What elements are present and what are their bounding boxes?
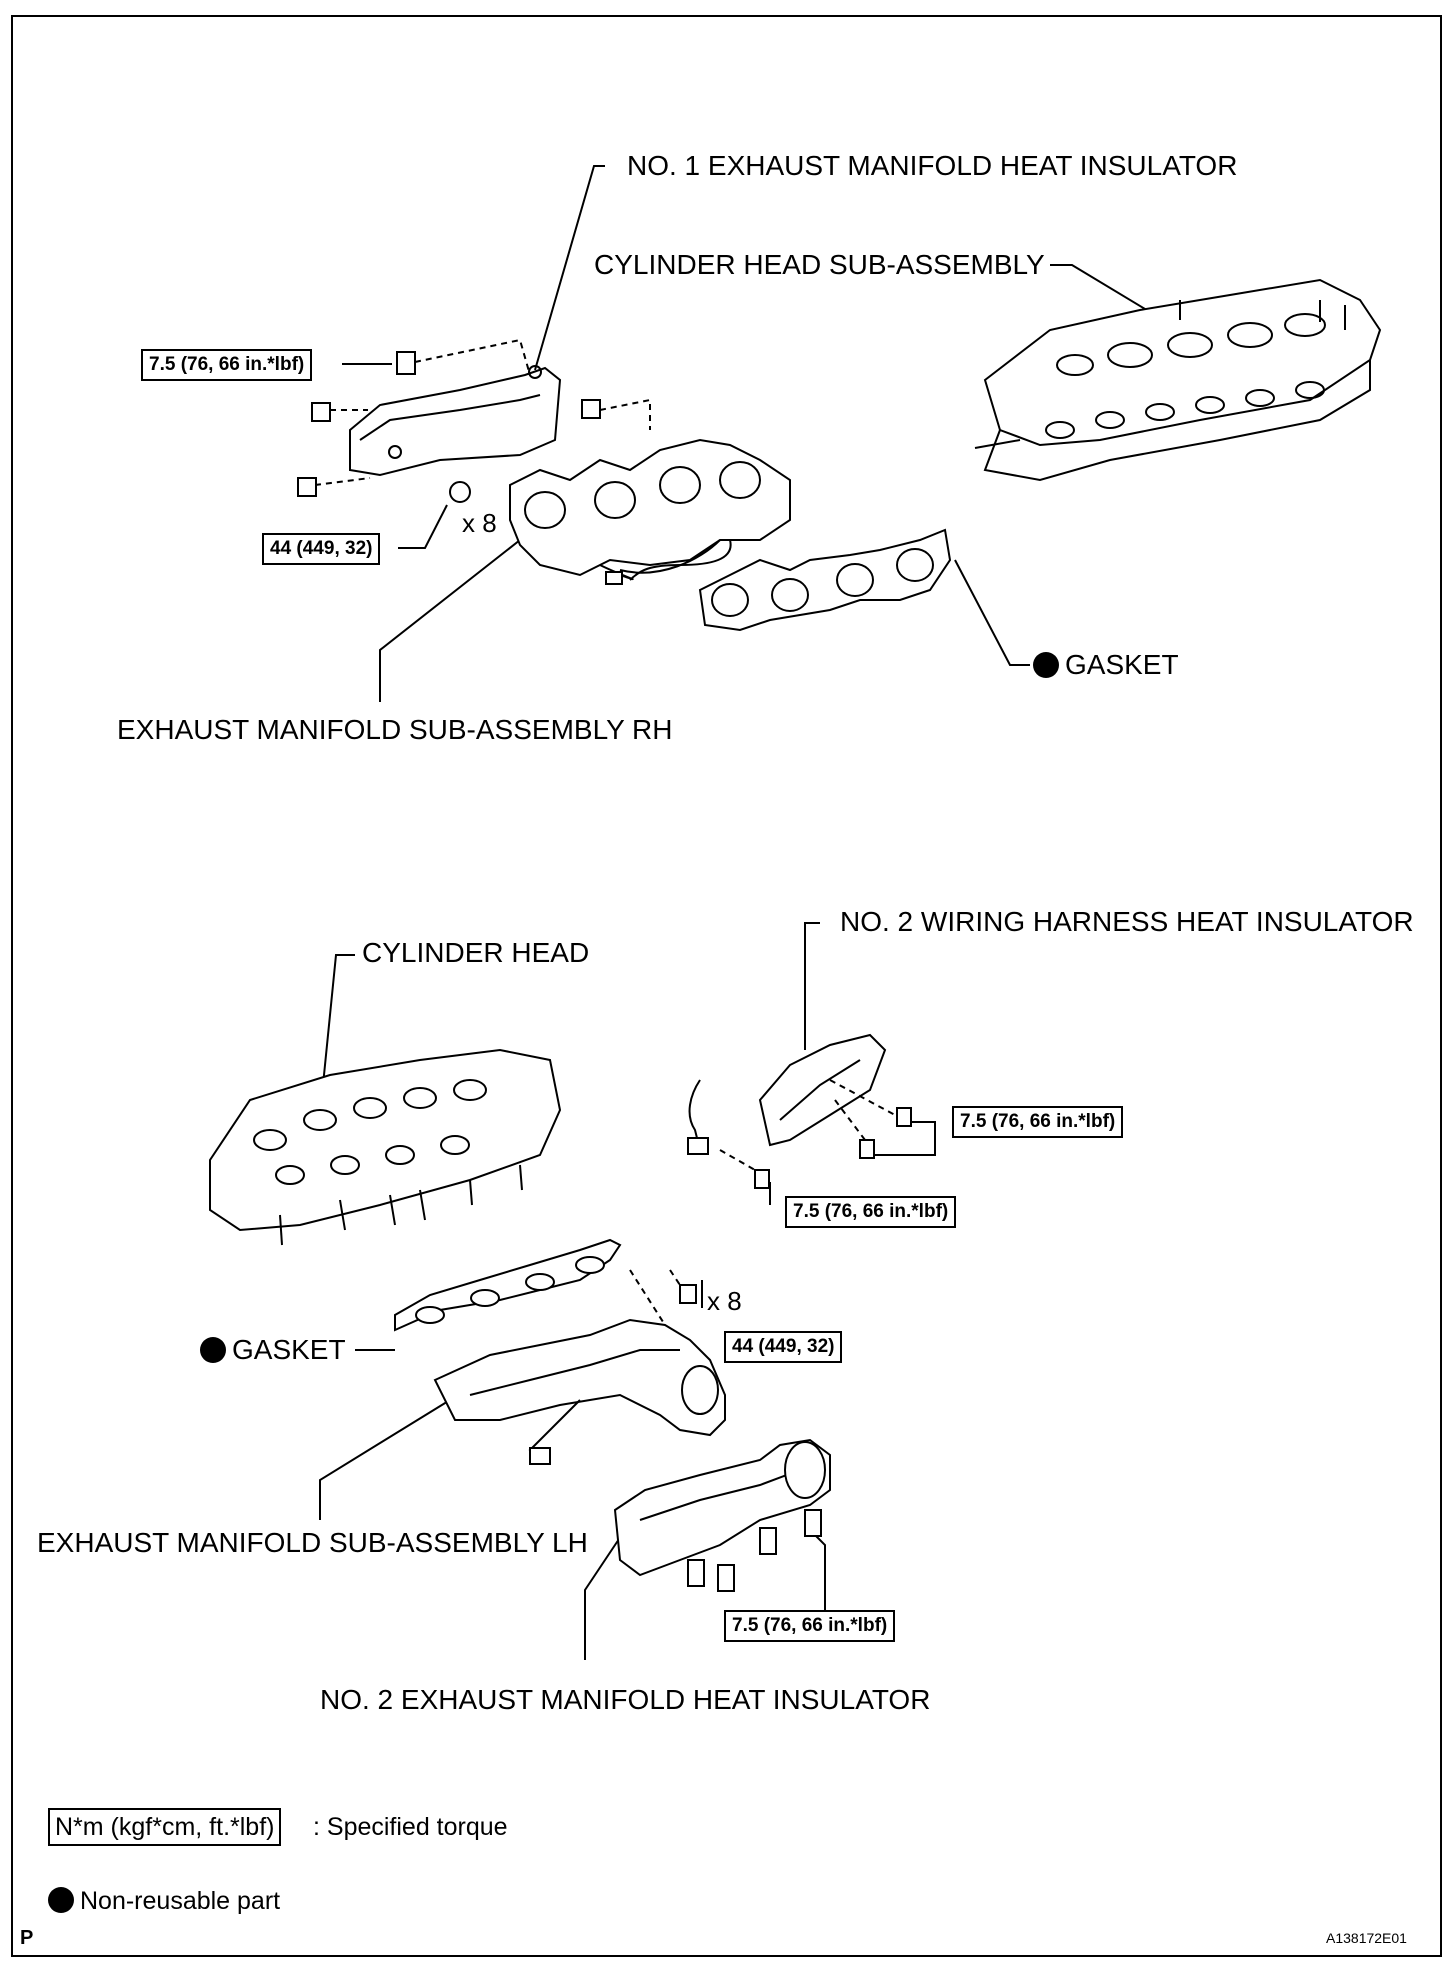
leader-manifold-lh bbox=[319, 1399, 451, 1520]
non-reusable-dot-icon bbox=[1033, 652, 1059, 678]
leader-no2-wiring bbox=[804, 922, 820, 1050]
label-exhaust-manifold-lh: EXHAUST MANIFOLD SUB-ASSEMBLY LH bbox=[37, 1527, 588, 1558]
torque-rh-nut: 44 (449, 32) bbox=[262, 533, 381, 565]
gasket-lh-text: GASKET bbox=[232, 1334, 346, 1365]
footer-left-mark: P bbox=[20, 1927, 34, 1949]
legend-torque-unit: N*m (kgf*cm, ft.*lbf) bbox=[48, 1808, 282, 1846]
label-exhaust-manifold-rh: EXHAUST MANIFOLD SUB-ASSEMBLY RH bbox=[117, 714, 673, 745]
legend-nonreusable-text: Non-reusable part bbox=[80, 1887, 281, 1915]
non-reusable-dot-icon bbox=[200, 1337, 226, 1363]
legend-torque-desc: : Specified torque bbox=[313, 1813, 508, 1841]
leader-manifold-rh bbox=[379, 539, 521, 702]
torque-lh-insulator-bolt: 7.5 (76, 66 in.*lbf) bbox=[724, 1610, 896, 1642]
legend-nonreusable: Non-reusable part bbox=[48, 1884, 280, 1918]
label-no2-wiring-insulator: NO. 2 WIRING HARNESS HEAT INSULATOR bbox=[840, 906, 1414, 937]
torque-rh-insulator-bolt: 7.5 (76, 66 in.*lbf) bbox=[141, 349, 313, 381]
cylinder-head-drawing bbox=[209, 1048, 562, 1246]
leader-tq-lh-insulator bbox=[809, 1529, 826, 1610]
figure-frame bbox=[11, 15, 1442, 1957]
non-reusable-dot-icon bbox=[48, 1887, 74, 1913]
no2-heat-insulator-drawing bbox=[613, 1438, 831, 1592]
label-no2-heat-insulator: NO. 2 EXHAUST MANIFOLD HEAT INSULATOR bbox=[320, 1684, 931, 1715]
leader-cyl-head-sub bbox=[1050, 264, 1161, 319]
gasket-rh-text: GASKET bbox=[1065, 649, 1179, 680]
footer-figure-id: A138172E01 bbox=[1326, 1930, 1407, 1946]
gasket-lh-drawing bbox=[394, 1238, 622, 1332]
leader-cyl-head bbox=[321, 954, 355, 1096]
gasket-rh-drawing bbox=[698, 528, 952, 632]
label-gasket-lh: GASKET bbox=[200, 1334, 346, 1366]
qty-lh-nuts: x 8 bbox=[707, 1286, 742, 1316]
leader-no2-insulator bbox=[584, 1529, 626, 1660]
label-no1-heat-insulator: NO. 1 EXHAUST MANIFOLD HEAT INSULATOR bbox=[627, 150, 1238, 181]
label-cylinder-head: CYLINDER HEAD bbox=[362, 937, 590, 968]
leader-gasket-rh bbox=[954, 559, 1030, 666]
torque-wiring-bolt-b: 7.5 (76, 66 in.*lbf) bbox=[785, 1196, 957, 1228]
label-cylinder-head-sub-assembly: CYLINDER HEAD SUB-ASSEMBLY bbox=[594, 249, 1045, 280]
leader-44-top bbox=[398, 504, 448, 549]
torque-lh-nut: 44 (449, 32) bbox=[724, 1331, 843, 1363]
leader-no1-insulator bbox=[534, 165, 605, 371]
no2-wiring-insulator-drawing bbox=[687, 1033, 912, 1189]
no1-heat-insulator-drawing bbox=[314, 338, 651, 486]
exhaust-manifold-rh-drawing bbox=[509, 438, 791, 585]
bolt-set-top-drawing bbox=[297, 351, 601, 503]
exhaust-manifold-lh-drawing bbox=[433, 1269, 726, 1465]
cylinder-head-sub-assembly-drawing bbox=[974, 278, 1382, 482]
torque-wiring-bolt-a: 7.5 (76, 66 in.*lbf) bbox=[952, 1106, 1124, 1138]
label-gasket-rh: GASKET bbox=[1033, 649, 1179, 681]
qty-rh-nuts: x 8 bbox=[462, 508, 497, 538]
